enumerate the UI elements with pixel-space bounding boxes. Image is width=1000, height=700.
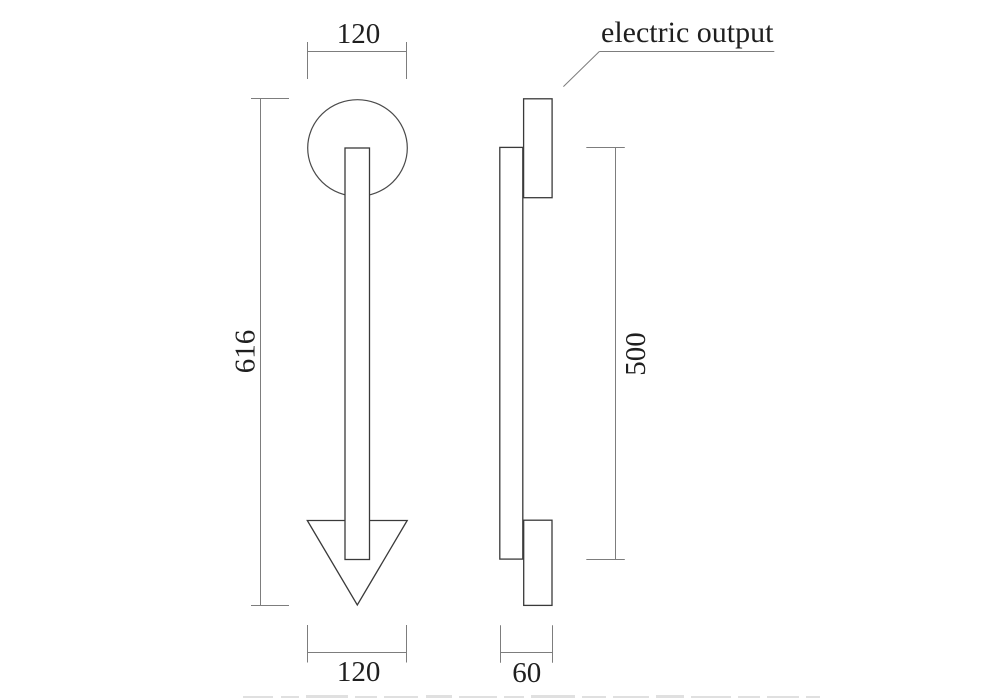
svg-text:120: 120	[337, 656, 381, 688]
svg-text:60: 60	[512, 657, 541, 689]
svg-text:electric output: electric output	[601, 16, 774, 49]
svg-text:120: 120	[337, 18, 381, 50]
svg-text:616: 616	[230, 330, 262, 374]
svg-text:500: 500	[620, 332, 652, 376]
